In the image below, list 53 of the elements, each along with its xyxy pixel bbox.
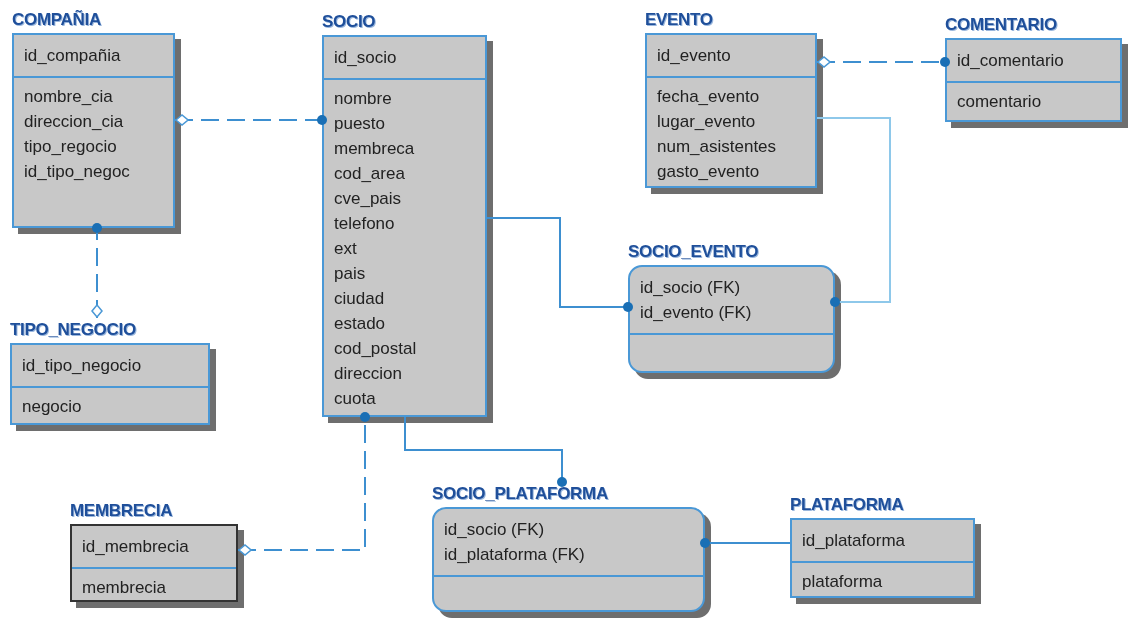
key-attribute: id_socio [334,47,398,69]
attribute: id_tipo_negoc [24,161,131,183]
table-name: EVENTO [645,9,714,31]
attribute: pais [334,263,367,285]
attribute: puesto [334,113,387,135]
key-attribute: id_socio (FK) [640,277,742,299]
attribute: num_asistentes [657,136,778,158]
attribute: cve_pais [334,188,403,210]
attribute: fecha_evento [657,86,761,108]
attribute: negocio [22,396,83,418]
attribute: ext [334,238,358,260]
attribute: direccion [334,363,404,385]
attribute: plataforma [802,571,884,593]
attribute: estado [334,313,387,335]
table-name: SOCIO_PLATAFORMA [432,483,609,505]
relationship-line [700,538,791,548]
relationship-line [91,223,103,319]
key-attribute: id_plataforma [802,530,906,552]
relationship-line [237,412,370,556]
attribute: ciudad [334,288,386,310]
key-attribute: id_evento (FK) [640,302,753,324]
table-name: SOCIO_EVENTO [628,241,760,263]
relationship-line [486,217,633,312]
attribute: nombre [334,88,393,110]
attribute: membrecia [82,577,168,599]
attribute: cuota [334,388,377,410]
attribute: cod_postal [334,338,418,360]
attribute: gasto_evento [657,161,761,183]
table-name: SOCIO [322,11,377,33]
attribute: cod_area [334,163,406,185]
key-attribute: id_plataforma (FK) [444,544,586,566]
table-name: MEMBRECIA [70,500,174,522]
key-attribute: id_evento [657,45,732,67]
table-name: COMENTARIO [945,14,1058,36]
table-name: COMPAÑIA [12,9,102,31]
attribute: tipo_regocio [24,136,118,158]
attribute: direccion_cia [24,111,125,133]
relationship-line [174,114,327,126]
attribute: lugar_evento [657,111,757,133]
attribute: membreca [334,138,416,160]
attribute: nombre_cia [24,86,114,108]
key-attribute: id_membrecia [82,536,190,558]
table-name: TIPO_NEGOCIO [10,319,137,341]
key-attribute: id_comentario [957,50,1065,72]
key-attribute: id_compañia [24,45,122,67]
relationship-line [816,117,891,307]
attribute: telefono [334,213,396,235]
relationship-line [816,56,950,68]
key-attribute: id_tipo_negocio [22,355,143,377]
attribute: comentario [957,91,1043,113]
relationship-line [404,416,567,487]
table-name: PLATAFORMA [790,494,905,516]
key-attribute: id_socio (FK) [444,519,546,541]
